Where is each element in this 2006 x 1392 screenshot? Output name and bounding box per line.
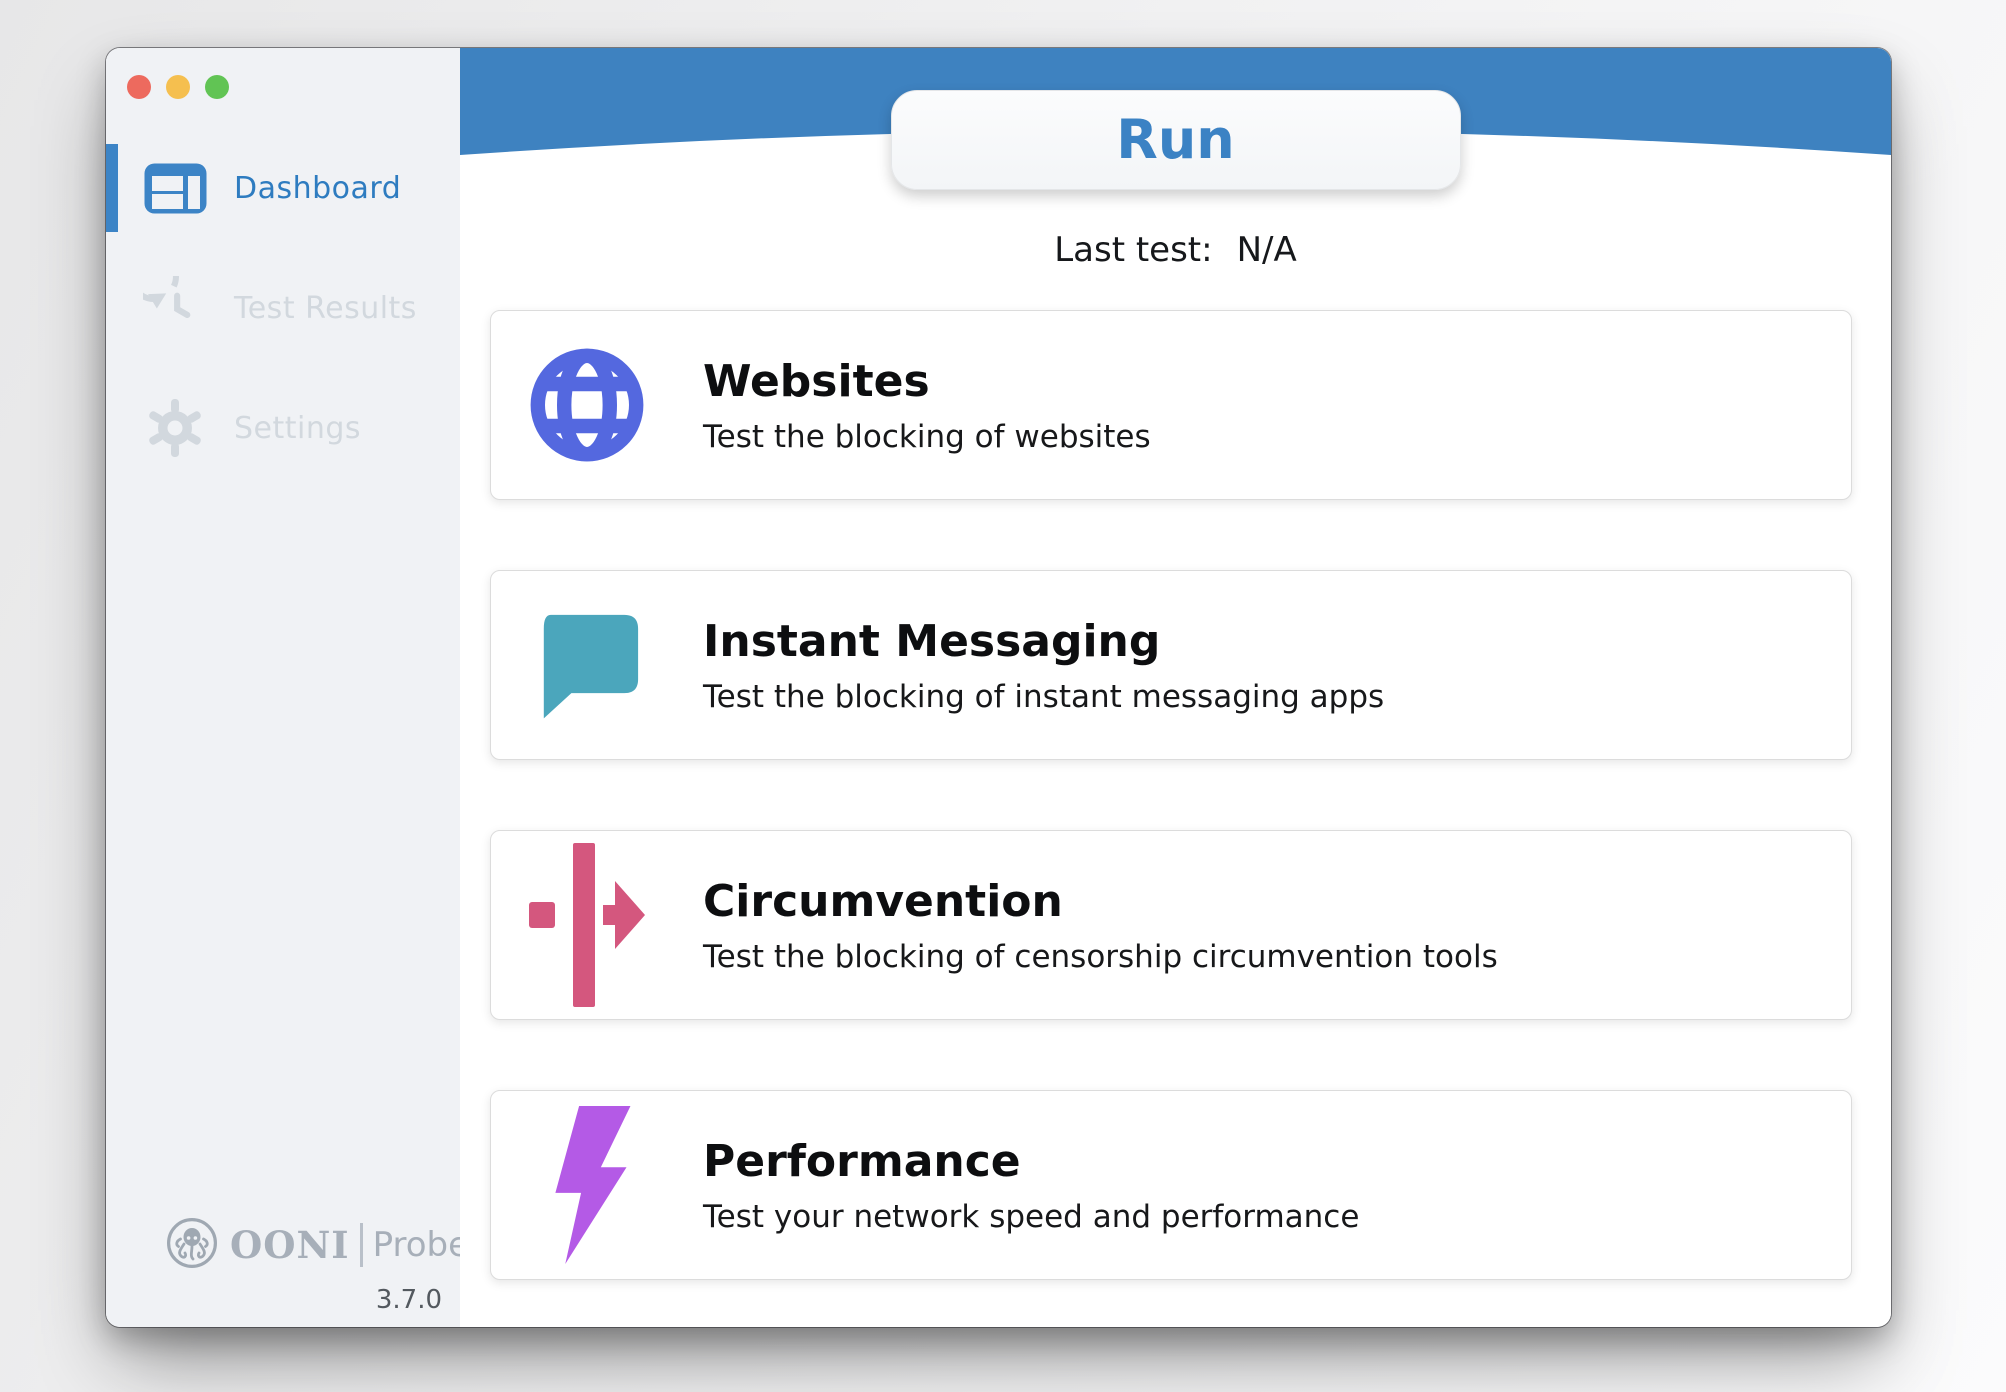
arrow-through-wall-icon [526, 843, 648, 1007]
octopus-icon [166, 1217, 218, 1273]
last-test-value: N/A [1236, 230, 1297, 270]
last-test: Last test: N/A [460, 226, 1891, 274]
gear-icon [142, 396, 208, 460]
lightning-bolt-icon [526, 1102, 648, 1268]
card-title: Circumvention [703, 875, 1063, 927]
card-subtitle: Test the blocking of censorship circumve… [703, 938, 1498, 975]
sidebar-item-dashboard[interactable]: Dashboard [106, 128, 460, 248]
zoom-button[interactable] [205, 75, 229, 99]
card-websites[interactable]: Websites Test the blocking of websites [490, 310, 1852, 500]
version-text: 3.7.0 [375, 1285, 442, 1315]
product-text: Probe [372, 1225, 470, 1265]
dashboard-icon [142, 162, 208, 215]
sidebar-item-label: Test Results [234, 290, 417, 326]
close-button[interactable] [127, 75, 151, 99]
globe-icon [526, 345, 648, 465]
last-test-label: Last test: [1054, 230, 1213, 270]
sidebar-item-settings[interactable]: Settings [106, 368, 460, 488]
history-icon [142, 276, 208, 340]
chat-bubble-icon [526, 608, 648, 723]
main-content: Run Last test: N/A Websites Test the bloc… [460, 48, 1891, 1327]
sidebar-item-label: Dashboard [234, 170, 402, 206]
card-subtitle: Test your network speed and performance [703, 1198, 1360, 1235]
sidebar-nav: Dashboard Test Results [106, 128, 460, 488]
run-label: Run [1116, 108, 1235, 171]
test-cards-list: Websites Test the blocking of websites I… [490, 310, 1852, 1280]
brand-text: OONI [230, 1223, 350, 1267]
card-title: Performance [703, 1135, 1021, 1187]
card-subtitle: Test the blocking of instant messaging a… [703, 678, 1385, 715]
card-subtitle: Test the blocking of websites [703, 418, 1151, 455]
sidebar-item-label: Settings [234, 410, 362, 446]
card-instant-messaging[interactable]: Instant Messaging Test the blocking of i… [490, 570, 1852, 760]
traffic-lights [127, 75, 229, 99]
card-circumvention[interactable]: Circumvention Test the blocking of censo… [490, 830, 1852, 1020]
active-indicator [106, 144, 118, 232]
sidebar-item-test-results[interactable]: Test Results [106, 248, 460, 368]
run-button[interactable]: Run [890, 90, 1461, 190]
logo-separator [359, 1223, 363, 1267]
minimize-button[interactable] [166, 75, 190, 99]
ooni-logo: OONI Probe [166, 1217, 469, 1273]
card-performance[interactable]: Performance Test your network speed and … [490, 1090, 1852, 1280]
card-title: Websites [703, 355, 930, 407]
app-window: Dashboard Test Results [106, 48, 1891, 1327]
card-title: Instant Messaging [703, 615, 1161, 667]
sidebar: Dashboard Test Results [106, 48, 469, 1327]
